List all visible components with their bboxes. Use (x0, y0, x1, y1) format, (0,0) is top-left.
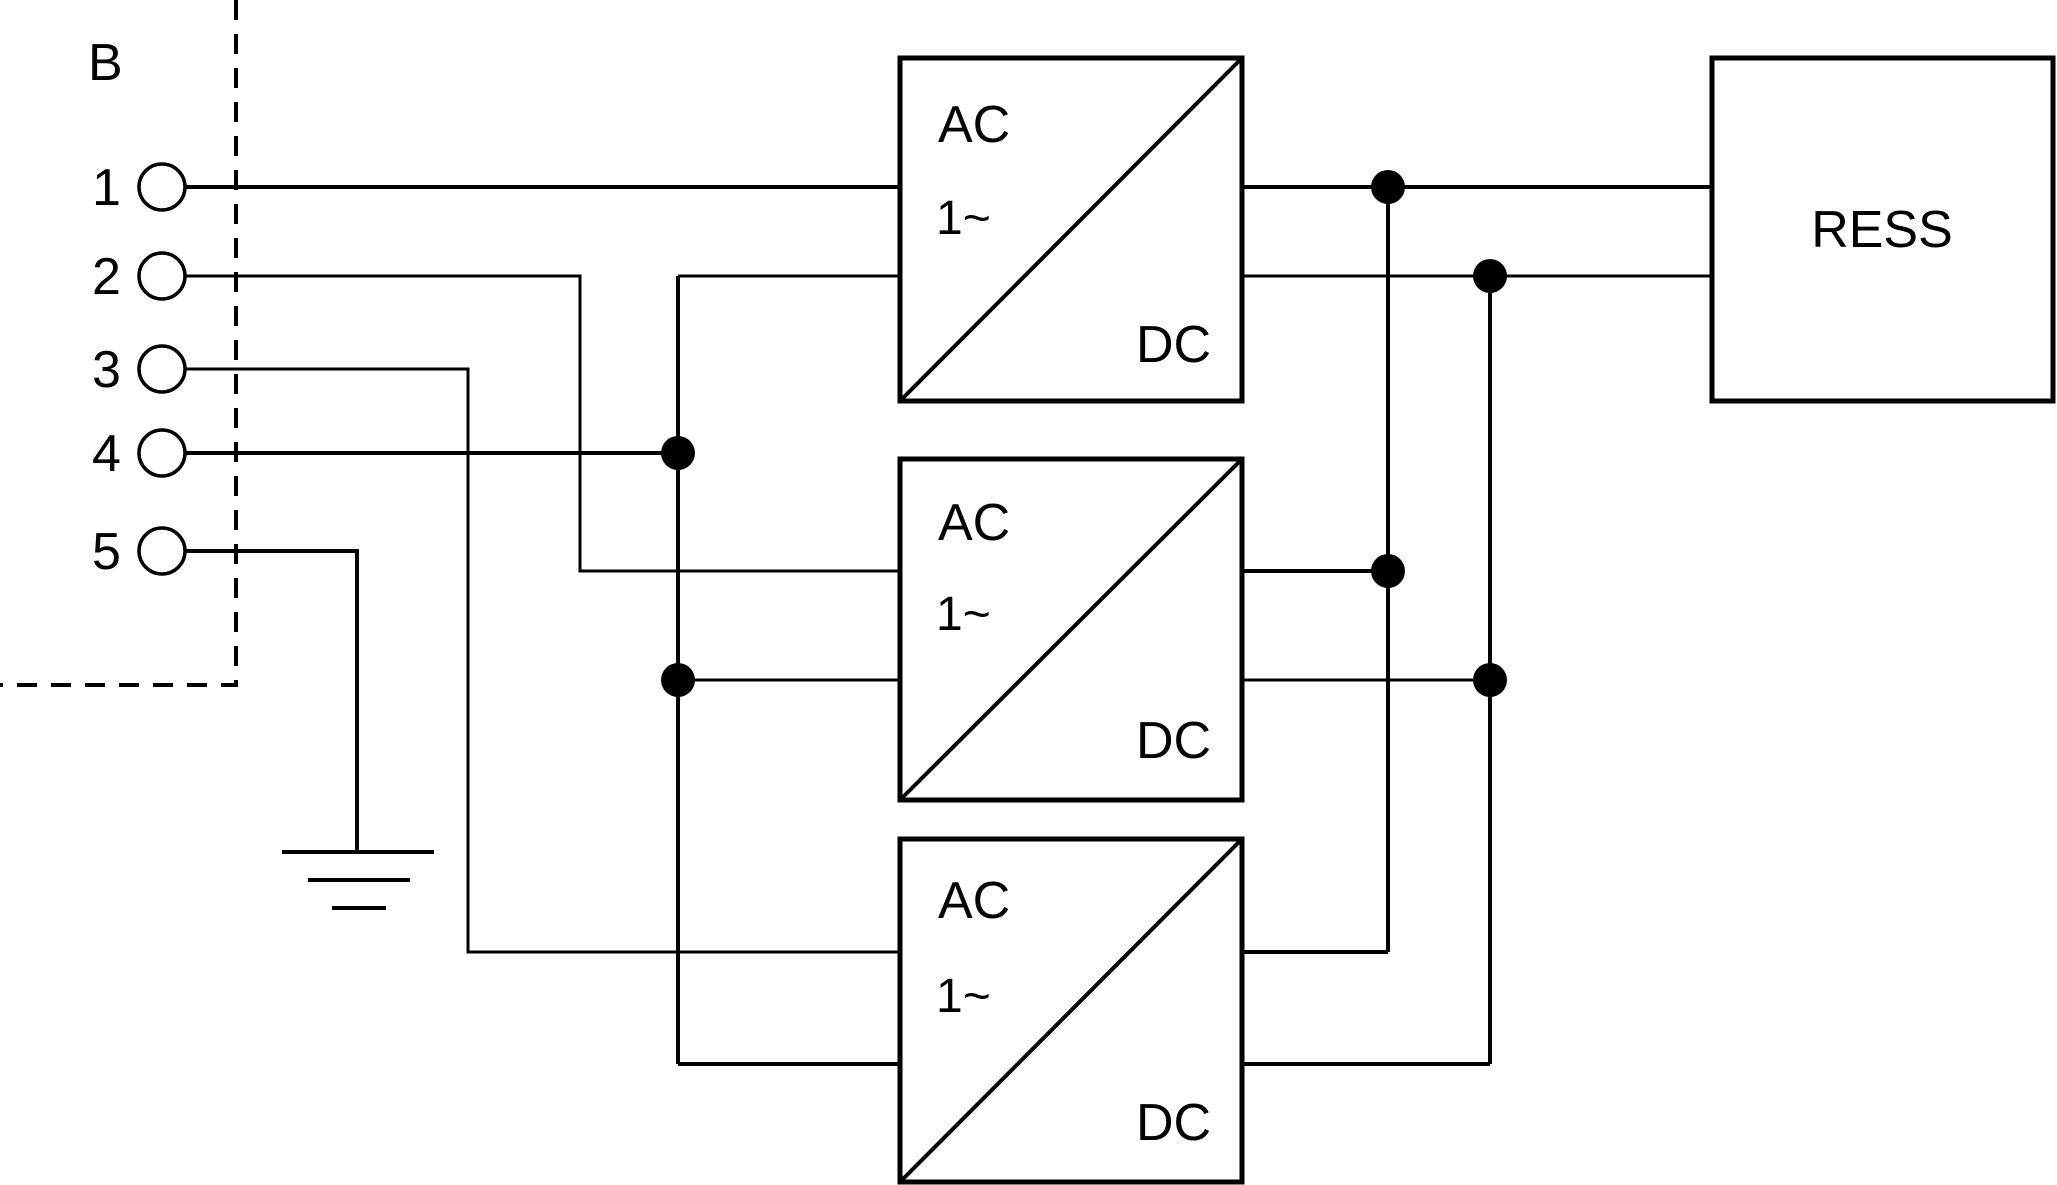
converter-diagonal (898, 56, 1244, 403)
converter-phase-label: 1~ (936, 970, 991, 1023)
terminal-1 (137, 162, 187, 212)
terminal-label: 2 (92, 248, 121, 306)
ground-symbol (282, 850, 434, 910)
ress-block: RESS (1709, 55, 2056, 404)
converter-1: AC 1~ DC (897, 55, 1245, 404)
converter-output-label: DC (1136, 1094, 1211, 1152)
wire-t3 (185, 367, 900, 954)
boundary-b: B (0, 0, 238, 687)
junction-dot (1473, 259, 1507, 293)
boundary-label: B (88, 34, 123, 92)
junctions (661, 170, 1507, 697)
junction-dot (661, 436, 695, 470)
converter-input-label: AC (938, 494, 1010, 552)
converter-input-label: AC (938, 96, 1010, 154)
converter-diagonal (898, 837, 1244, 1184)
junction-dot (1371, 554, 1405, 588)
junction-dot (661, 663, 695, 697)
terminal-label: 4 (92, 425, 121, 483)
terminal-label: 1 (92, 159, 121, 217)
terminal-2 (137, 251, 187, 301)
wire-t2 (185, 274, 900, 573)
terminal-4 (137, 428, 187, 478)
boundary-line (0, 0, 238, 687)
converter-output-label: DC (1136, 712, 1211, 770)
converter-phase-label: 1~ (936, 588, 991, 641)
converter-diagonal (898, 457, 1244, 802)
terminal-label: 5 (92, 523, 121, 581)
junction-dot (1473, 663, 1507, 697)
ress-label: RESS (1811, 201, 1953, 259)
converter-output-label: DC (1136, 316, 1211, 374)
terminals: 1 2 3 4 5 (92, 159, 187, 581)
converter-3: AC 1~ DC (897, 836, 1245, 1185)
terminal-label: 3 (92, 341, 121, 399)
converter-2: AC 1~ DC (897, 456, 1245, 803)
terminal-3 (137, 344, 187, 394)
converter-input-label: AC (938, 872, 1010, 930)
converter-phase-label: 1~ (936, 192, 991, 245)
wire-t5 (185, 549, 359, 852)
ress-box (1709, 55, 2056, 404)
terminal-5 (137, 526, 187, 576)
junction-dot (1371, 170, 1405, 204)
